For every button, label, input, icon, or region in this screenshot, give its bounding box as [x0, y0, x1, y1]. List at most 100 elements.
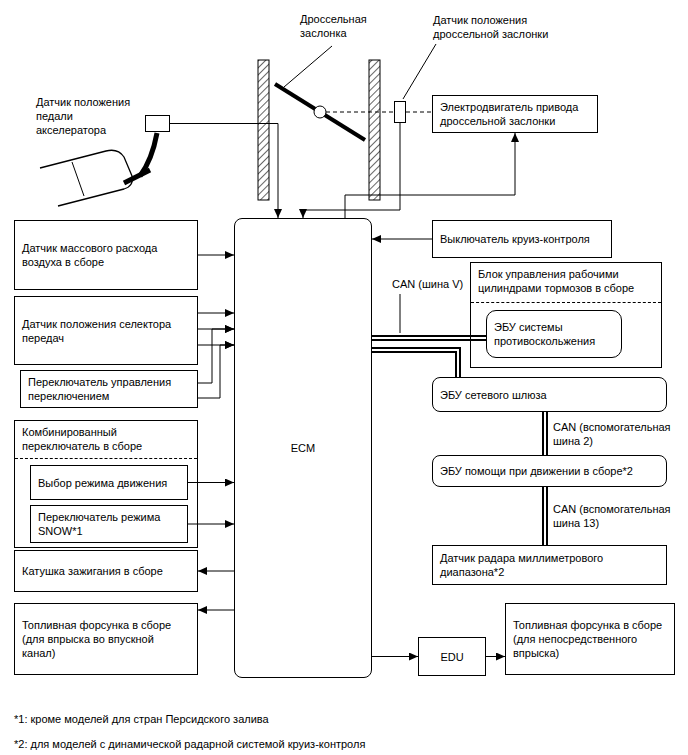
box-label: EDU [426, 650, 478, 664]
part-label: CAN (шина V) [392, 277, 463, 291]
part-label: Дроссельная заслонка [300, 12, 395, 40]
ecm-box: ECM [234, 218, 372, 678]
leader-line [403, 44, 436, 99]
connector-arrow [486, 656, 505, 657]
input-box: Датчик положения селектора передач [14, 296, 198, 365]
connector-arrow [198, 255, 234, 256]
bus-inner [544, 487, 546, 545]
throttle-wall [369, 60, 380, 200]
connector-arrow [188, 482, 234, 483]
bus-inner [372, 350, 458, 377]
box-label: Датчик положения дроссельной заслонки [433, 13, 573, 41]
connector-line [198, 345, 234, 398]
connector-arrow [372, 656, 418, 657]
box-label: Катушка зажигания в сборе [22, 564, 190, 578]
footnote: *2: для моделей с динамической радарной … [14, 737, 365, 751]
connector-line [198, 571, 234, 572]
connector-arrow [345, 133, 515, 218]
sensor-box: Датчик положения дроссельной заслонки [394, 101, 406, 123]
input-box: Переключатель управления переключением [20, 370, 198, 408]
connector-arrow [303, 123, 400, 218]
driver-box: EDU [418, 637, 486, 676]
connector-line [198, 610, 234, 611]
throttle-shaft [314, 106, 326, 118]
throttle-shaft-link [326, 112, 394, 113]
connector-arrow [198, 571, 234, 572]
output-box: Топливная форсунка в сборе (для впрыска … [14, 603, 198, 675]
connector-line [188, 524, 234, 525]
box-label: Датчик радара миллиметрового диапазона*2 [440, 551, 659, 579]
connector-line [406, 112, 432, 113]
box-label: Переключатель режима SNOW*1 [38, 510, 180, 538]
input-box: Выключатель круиз-контроля [432, 220, 612, 258]
actuator-box: Электродвигатель привода дроссельной зас… [432, 95, 598, 133]
ecu-box: ЭБУ сетевого шлюза [432, 377, 667, 412]
switch-box: Выбор режима движения [30, 465, 188, 500]
connector-arrow [372, 239, 432, 240]
shoe-detail [72, 162, 84, 196]
bus-outer [542, 412, 548, 455]
bus-label: CAN (вспомогательная шина 2) [553, 420, 681, 448]
input-box: Датчик массового расхода воздуха в сборе [14, 220, 198, 290]
leader-line [400, 294, 401, 333]
ecu-box: ЭБУ помощи при движении в сборе*2 [432, 455, 667, 487]
ecu-box: ЭБУ системы противоскольжения [486, 310, 622, 358]
assembly-box: Комбинированный переключатель в сбореВыб… [14, 420, 198, 548]
can-bus-line [545, 412, 546, 455]
connector-line [170, 124, 278, 219]
switch-box: Переключатель режима SNOW*1 [30, 505, 188, 543]
bus-outer [542, 487, 548, 545]
bus-inner [544, 412, 546, 455]
box-label: Выбор режима движения [38, 476, 180, 490]
box-label: Топливная форсунка в сборе (для непосред… [513, 618, 667, 660]
assembly-box: Блок управления рабочими цилиндрами торм… [470, 262, 662, 368]
box-label: ЭБУ системы противоскольжения [494, 320, 614, 348]
bus-outer [372, 335, 486, 341]
can-bus-line [372, 338, 486, 339]
box-label: Выключатель круиз-контроля [440, 232, 604, 246]
can-bus-line [372, 350, 458, 377]
connector-line [303, 123, 400, 218]
throttle-wall [258, 60, 269, 200]
connector-line [198, 255, 234, 256]
connector-arrow [198, 329, 234, 398]
box-label: Датчик массового расхода воздуха в сборе [22, 241, 190, 269]
box-label: ЭБУ сетевого шлюза [440, 388, 659, 402]
sensor-box: Датчик положения педали акселератора [145, 115, 170, 132]
bus-outer [372, 350, 458, 377]
connector-line [372, 656, 418, 657]
box-label: Топливная форсунка в сборе (для впрыска … [22, 618, 190, 660]
connector-line [188, 482, 234, 483]
dashed-separator [471, 302, 661, 303]
leader-line [284, 46, 332, 87]
output-box: Топливная форсунка в сборе (для непосред… [505, 603, 675, 675]
box-label: Датчик положения селектора передач [22, 317, 190, 345]
dashed-separator [15, 458, 197, 459]
box-label: Электродвигатель привода дроссельной зас… [440, 100, 590, 128]
shoe-outline [40, 150, 132, 206]
connector-line [198, 329, 234, 383]
bus-label: CAN (вспомогательная шина 13) [553, 502, 681, 530]
box-label: ЭБУ помощи при движении в сборе*2 [440, 464, 659, 478]
connector-arrow [188, 524, 234, 525]
can-bus-line [545, 487, 546, 545]
sensor-box: Датчик радара миллиметрового диапазона*2 [432, 545, 667, 585]
pedal-pad [124, 170, 150, 183]
box-label: Датчик положения педали акселератора [36, 95, 142, 137]
connector-line [198, 313, 234, 314]
box-label: ECM [242, 441, 364, 455]
box-label: Комбинированный переключатель в сборе [22, 425, 190, 453]
connector-line [372, 239, 432, 240]
connector-line [486, 656, 505, 657]
output-box: Катушка зажигания в сборе [14, 550, 198, 592]
connector-line [345, 133, 515, 218]
throttle-plate [275, 84, 365, 140]
box-label: Блок управления рабочими цилиндрами торм… [478, 267, 654, 295]
connector-arrow [198, 610, 234, 611]
box-label: Переключатель управления переключением [28, 375, 190, 403]
dashed-link [406, 112, 432, 113]
bus-inner [372, 337, 486, 339]
footnote: *1: кроме моделей для стран Персидского … [14, 712, 269, 726]
connector-arrow [170, 124, 278, 219]
